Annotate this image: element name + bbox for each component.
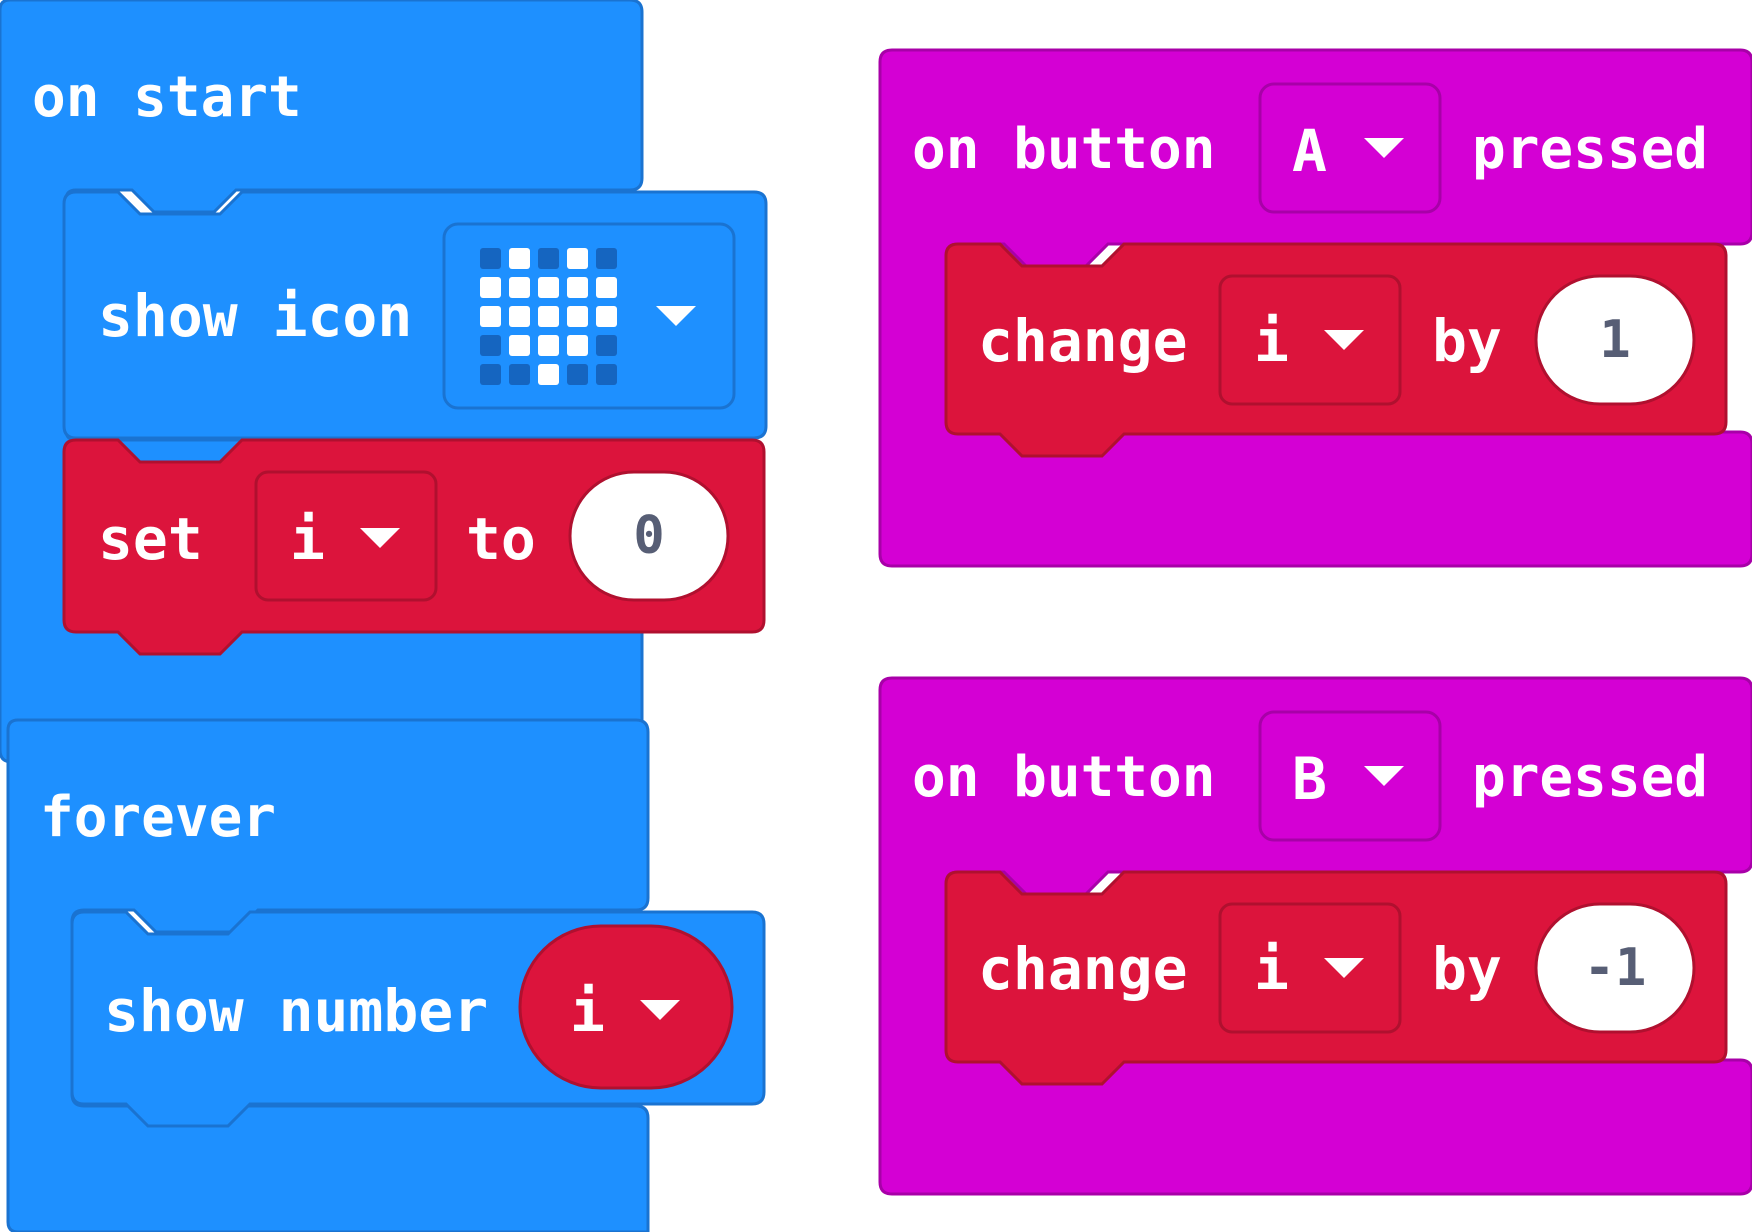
icon-picker[interactable] — [442, 222, 736, 410]
show-number-variable-name: i — [570, 977, 605, 1045]
button-b-chevron-down-icon[interactable] — [1364, 766, 1404, 786]
led-cell — [538, 335, 559, 356]
change-b-chevron-down-icon[interactable] — [1324, 958, 1364, 978]
change-a-variable-dropdown[interactable] — [1218, 274, 1402, 406]
led-cell — [567, 306, 588, 327]
change-b-value-input[interactable] — [1534, 902, 1696, 1034]
change-b-by-label: by — [1432, 935, 1502, 1003]
change-a-chevron-down-icon[interactable] — [1324, 330, 1364, 350]
button-a-suffix-label: pressed — [1472, 117, 1709, 182]
set-variable-name: i — [290, 505, 325, 573]
led-cell — [596, 364, 617, 385]
change-a-by-label: by — [1432, 307, 1502, 375]
led-cell — [509, 335, 530, 356]
change-a-variable-name: i — [1254, 307, 1289, 375]
set-variable-chevron-down-icon[interactable] — [360, 528, 400, 548]
led-cell — [480, 277, 501, 298]
show-icon-label: show icon — [98, 282, 413, 350]
change-a-value-text[interactable]: 1 — [1599, 310, 1631, 370]
show-number-chevron-down-icon[interactable] — [640, 1000, 680, 1020]
button-a-name: A — [1292, 117, 1327, 185]
heart-icon — [480, 248, 617, 385]
led-cell — [567, 335, 588, 356]
forever-label: forever — [40, 785, 277, 850]
icon-picker-chevron-down-icon[interactable] — [656, 306, 696, 326]
button-b-dropdown[interactable] — [1258, 710, 1442, 842]
change-b-variable-name: i — [1254, 935, 1289, 1003]
led-cell — [480, 248, 501, 269]
led-cell — [567, 277, 588, 298]
button-b-prefix-label: on button — [912, 745, 1216, 810]
led-cell — [596, 277, 617, 298]
change-b-variable-dropdown[interactable] — [1218, 902, 1402, 1034]
change-b-value-text[interactable]: -1 — [1583, 938, 1647, 998]
led-cell — [567, 364, 588, 385]
button-a-chevron-down-icon[interactable] — [1364, 138, 1404, 158]
on-start-label: on start — [32, 65, 302, 130]
led-cell — [567, 248, 588, 269]
button-a-dropdown[interactable] — [1258, 82, 1442, 214]
set-label: set — [98, 505, 203, 573]
button-b-name: B — [1292, 745, 1327, 813]
led-cell — [509, 364, 530, 385]
show-number-label: show number — [104, 977, 489, 1045]
led-cell — [538, 364, 559, 385]
change-b-label: change — [978, 935, 1188, 1003]
button-b-suffix-label: pressed — [1472, 745, 1709, 810]
change-a-label: change — [978, 307, 1188, 375]
button-a-prefix-label: on button — [912, 117, 1216, 182]
led-cell — [596, 335, 617, 356]
led-cell — [509, 277, 530, 298]
led-cell — [480, 364, 501, 385]
led-cell — [538, 277, 559, 298]
led-cell — [596, 306, 617, 327]
led-cell — [538, 248, 559, 269]
set-to-label: to — [466, 505, 536, 573]
led-cell — [509, 248, 530, 269]
set-value-input[interactable] — [568, 470, 730, 602]
led-cell — [596, 248, 617, 269]
led-cell — [480, 306, 501, 327]
change-a-value-input[interactable] — [1534, 274, 1696, 406]
show-number-variable-reporter[interactable] — [518, 924, 734, 1090]
led-cell — [538, 306, 559, 327]
set-value-text[interactable]: 0 — [633, 506, 665, 566]
set-variable-dropdown[interactable] — [254, 470, 438, 602]
led-cell — [480, 335, 501, 356]
led-cell — [509, 306, 530, 327]
